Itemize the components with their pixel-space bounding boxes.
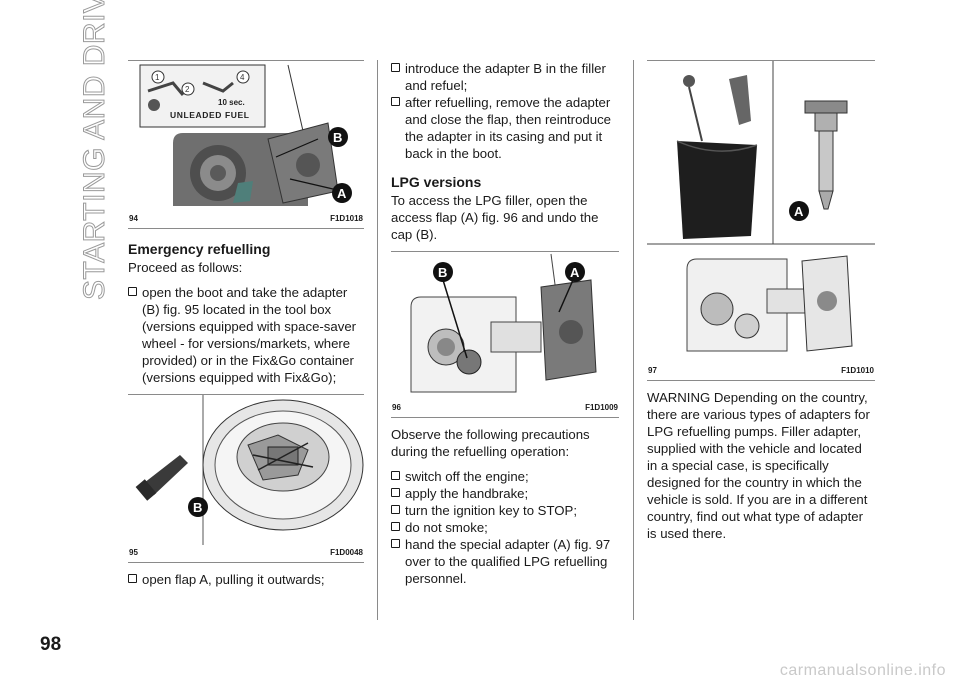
callout-b-icon xyxy=(328,127,348,147)
section-heading: LPG versions xyxy=(391,174,482,190)
svg-text:4: 4 xyxy=(240,73,245,82)
side-section-title: STARTING AND DRIVING xyxy=(78,0,112,301)
spare-wheel-illustration: B xyxy=(128,395,364,545)
column-2: introduce the adapter B in the filler an… xyxy=(391,60,619,587)
callout-b-icon xyxy=(433,262,453,282)
page-number: 98 xyxy=(40,634,62,655)
bullet-item: hand the special adapter (A) fig. 97 ove… xyxy=(391,536,619,587)
unleaded-fuel-label: UNLEADED FUEL xyxy=(170,110,250,120)
figure-code: F1D1018 xyxy=(330,214,363,223)
paragraph: Proceed as follows: xyxy=(128,260,243,275)
callout-a-label: A xyxy=(794,204,804,219)
section-heading: Emergency refuelling xyxy=(128,241,271,257)
paragraph: Observe the following precautions during… xyxy=(391,427,590,459)
figure-code: F1D1009 xyxy=(585,403,618,412)
figure-number: 96 xyxy=(392,403,401,412)
figure-caption: 95 F1D0048 xyxy=(128,545,364,562)
svg-text:2: 2 xyxy=(185,85,190,94)
column-1: 1 2 4 10 sec. UNLEADED FUEL B A 94 F1 xyxy=(128,60,364,588)
figure-number: 95 xyxy=(129,548,138,557)
timer-text: 10 sec. xyxy=(218,98,245,107)
figure-95: B 95 F1D0048 xyxy=(128,394,364,563)
bullet-item: switch off the engine; xyxy=(391,468,619,485)
bullet-item: open flap A, pulling it outwards; xyxy=(128,571,364,588)
bullet-item: turn the ignition key to STOP; xyxy=(391,502,619,519)
fuel-flap-illustration: 1 2 4 10 sec. UNLEADED FUEL B A xyxy=(128,61,364,211)
figure-code: F1D1010 xyxy=(841,366,874,375)
figure-number: 97 xyxy=(648,366,657,375)
bullet-item: apply the handbrake; xyxy=(391,485,619,502)
callout-b-label: B xyxy=(333,130,342,145)
bullet-item: introduce the adapter B in the filler an… xyxy=(391,60,619,94)
bullet-item: open the boot and take the adapter (B) f… xyxy=(128,284,364,386)
watermark: carmanualsonline.info xyxy=(779,662,946,679)
figure-code: F1D0048 xyxy=(330,548,363,557)
callout-b-icon xyxy=(188,497,208,517)
lpg-adapter-illustration: A xyxy=(647,61,875,363)
column-3: A 97 F1D1010 WARNING Depending on the co… xyxy=(647,60,875,542)
callout-a-icon xyxy=(565,262,585,282)
bullet-item: do not smoke; xyxy=(391,519,619,536)
figure-97: A 97 F1D1010 xyxy=(647,60,875,381)
callout-a-label: A xyxy=(337,186,347,201)
column-divider xyxy=(633,60,634,620)
paragraph: To access the LPG filler, open the acces… xyxy=(391,193,599,242)
figure-number: 94 xyxy=(129,214,138,223)
callout-a-icon xyxy=(332,183,352,203)
callout-a-icon xyxy=(789,201,809,221)
callout-a-label: A xyxy=(570,265,580,280)
column-divider xyxy=(377,60,378,620)
svg-text:1: 1 xyxy=(155,73,160,82)
lpg-filler-illustration: B A xyxy=(391,252,619,400)
figure-94: 1 2 4 10 sec. UNLEADED FUEL B A 94 F1 xyxy=(128,60,364,229)
figure-caption: 94 F1D1018 xyxy=(128,211,364,228)
figure-caption: 97 F1D1010 xyxy=(647,363,875,380)
bullet-item: after refuelling, remove the adapter and… xyxy=(391,94,619,162)
figure-96: B A 96 F1D1009 xyxy=(391,251,619,418)
callout-b-label: B xyxy=(193,500,202,515)
figure-caption: 96 F1D1009 xyxy=(391,400,619,417)
callout-b-label: B xyxy=(438,265,447,280)
warning-paragraph: WARNING Depending on the country, there … xyxy=(647,390,870,541)
